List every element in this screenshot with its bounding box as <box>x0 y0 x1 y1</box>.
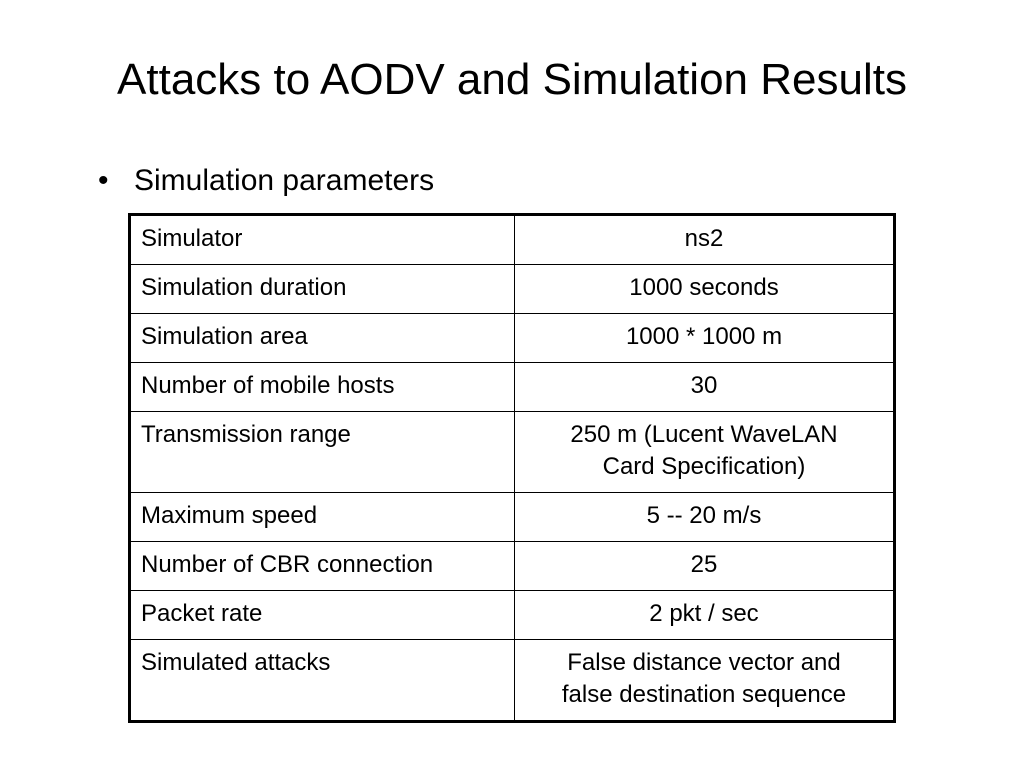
table-row: Transmission range 250 m (Lucent WaveLAN… <box>129 411 895 493</box>
table-row: Simulation area 1000 * 1000 m <box>129 313 895 363</box>
parameter-name-cell: Number of CBR connection <box>129 541 515 591</box>
table-row: Simulator ns2 <box>129 214 895 265</box>
parameter-name-cell: Simulator <box>129 214 515 265</box>
parameter-value-line: False distance vector and <box>567 649 841 676</box>
parameter-name-cell: Maximum speed <box>129 492 515 542</box>
table-row: Number of CBR connection 25 <box>129 541 895 591</box>
parameter-value-cell: 250 m (Lucent WaveLAN Card Specification… <box>514 411 895 493</box>
bullet-item: • Simulation parameters <box>98 163 434 199</box>
table-row: Number of mobile hosts 30 <box>129 362 895 412</box>
parameter-value-line: false destination sequence <box>561 681 847 708</box>
parameter-value-cell: 1000 * 1000 m <box>514 313 895 363</box>
parameter-value-cell: 1000 seconds <box>514 264 895 314</box>
parameter-value-line: 250 m (Lucent WaveLAN <box>570 421 838 448</box>
parameter-name-cell: Packet rate <box>129 590 515 640</box>
parameter-value-cell: 5 -- 20 m/s <box>514 492 895 542</box>
parameter-value-line: Card Specification) <box>602 453 806 480</box>
parameter-name-cell: Simulation duration <box>129 264 515 314</box>
slide-title: Attacks to AODV and Simulation Results <box>117 55 907 104</box>
parameter-name-cell: Transmission range <box>129 411 515 493</box>
parameter-name-cell: Simulated attacks <box>129 639 515 722</box>
parameter-value-cell: ns2 <box>514 214 895 265</box>
parameter-value-cell: False distance vector and false destinat… <box>514 639 895 722</box>
table-row: Simulated attacks False distance vector … <box>129 639 895 722</box>
parameter-value-cell: 30 <box>514 362 895 412</box>
bullet-text: Simulation parameters <box>134 164 435 197</box>
parameter-value-cell: 2 pkt / sec <box>514 590 895 640</box>
parameter-name-cell: Simulation area <box>129 313 515 363</box>
table-row: Packet rate 2 pkt / sec <box>129 590 895 640</box>
parameter-value-cell: 25 <box>514 541 895 591</box>
table-row: Simulation duration 1000 seconds <box>129 264 895 314</box>
simulation-parameters-table: Simulator ns2 Simulation duration 1000 s… <box>128 213 896 723</box>
bullet-icon: • <box>98 164 109 197</box>
parameter-name-cell: Number of mobile hosts <box>129 362 515 412</box>
table-row: Maximum speed 5 -- 20 m/s <box>129 492 895 542</box>
